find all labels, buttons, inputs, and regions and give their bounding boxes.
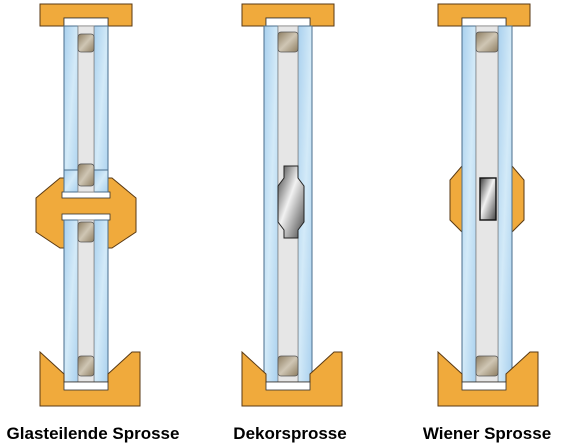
- frame-top-gasket: [265, 17, 311, 27]
- frame-top-gasket: [63, 17, 109, 27]
- internal-spacer-bar: [479, 177, 497, 221]
- glass-pane-left: [63, 219, 79, 389]
- glass-pane-left: [63, 169, 79, 193]
- section-wiener-sprosse: [437, 3, 539, 407]
- frame-top-gasket: [461, 17, 507, 27]
- glass-pane-right: [93, 169, 109, 193]
- glass-pane-left: [461, 25, 477, 389]
- glass-pane-right: [497, 25, 513, 389]
- caption-glasteilende-sprosse: Glasteilende Sprosse: [6, 424, 180, 443]
- spacer-bottom: [77, 355, 95, 377]
- caption-dekorsprosse: Dekorsprosse: [233, 424, 347, 443]
- spacer-top: [77, 33, 95, 53]
- frame-bottom: [437, 350, 539, 407]
- glass-pane-left: [263, 25, 279, 389]
- glazing-bar-gasket-lower: [61, 213, 111, 221]
- spacer-bottom: [475, 355, 499, 377]
- applied-bar-outer-left: [449, 164, 463, 234]
- glass-pane-right: [93, 219, 109, 389]
- spacer-top: [277, 31, 299, 53]
- frame-bottom-gasket: [265, 381, 311, 391]
- spacer-top: [77, 221, 95, 243]
- decorative-bar-profile: [277, 165, 305, 239]
- section-glasteilende-sprosse: [35, 3, 141, 407]
- caption-wiener-sprosse: Wiener Sprosse: [422, 424, 552, 443]
- frame-bottom: [241, 350, 343, 407]
- spacer: [77, 163, 95, 187]
- frame-bottom-gasket: [461, 381, 507, 391]
- applied-bar-outer-right: [511, 164, 525, 234]
- frame-bottom-gasket: [63, 381, 109, 391]
- frame-bottom: [39, 350, 141, 407]
- spacer-top: [475, 31, 499, 53]
- glazing-bar-gasket-upper: [61, 191, 111, 199]
- section-dekorsprosse: [241, 3, 343, 407]
- glazing-bar-wood: [35, 177, 137, 249]
- spacer-bottom: [277, 355, 299, 377]
